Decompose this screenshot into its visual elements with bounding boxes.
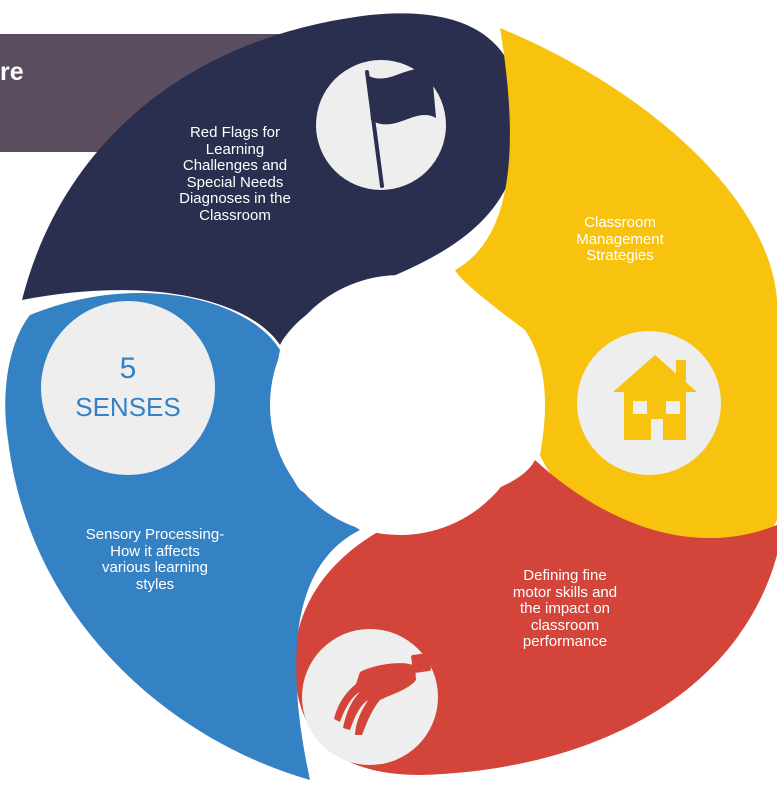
- segment-classroom-management-label: Classroom Management Strategies: [576, 214, 664, 264]
- five-senses-badge: [41, 301, 215, 475]
- segment-red-flags-label: Red Flags for Learning Challenges and Sp…: [179, 124, 291, 224]
- segment-sensory-processing-label: Sensory Processing- How it affects vario…: [85, 526, 225, 593]
- senses-number: 5: [119, 352, 137, 385]
- segment-fine-motor-label: Defining fine motor skills and the impac…: [512, 567, 618, 650]
- hand-icon: [334, 653, 431, 735]
- center-hub: [270, 275, 530, 535]
- senses-word: SENSES: [75, 392, 181, 422]
- banner-text: re: [0, 58, 24, 86]
- house-icon: [613, 355, 697, 440]
- flag-icon: [365, 68, 436, 188]
